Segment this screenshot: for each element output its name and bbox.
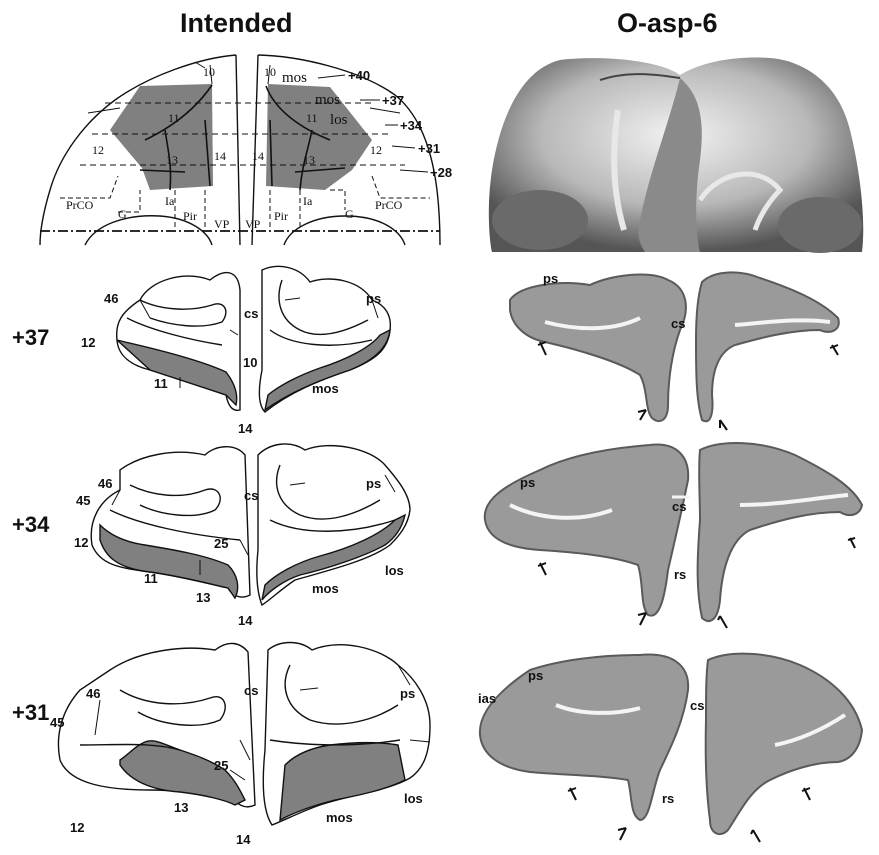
s34-label-los: los [385,563,404,578]
photo1-label-ps: ps [543,271,558,286]
s31-label-25: 25 [214,758,228,773]
s37-label-10: 10 [243,355,257,370]
s31-label-45: 45 [50,715,64,730]
s34-label-mos: mos [312,581,339,596]
label-11-left: 11 [168,111,180,125]
s31-label-46: 46 [86,686,100,701]
s34-label-13: 13 [196,590,210,605]
s37-label-46: 46 [104,291,118,306]
s34-label-ps: ps [366,476,381,491]
top-diagram-labels: 10 11 12 13 14 Ia PrCO G Pir VP 10 11 12… [66,65,452,231]
label-prco-right: PrCO [375,198,403,212]
tick-34: +34 [400,118,423,133]
label-ia-right: Ia [303,194,313,208]
s31-label-12: 12 [70,820,84,835]
photo3-label-ps: ps [528,668,543,683]
s31-label-ps: ps [400,686,415,701]
s34-label-45: 45 [76,493,90,508]
label-prco-left: PrCO [66,198,94,212]
label-vp-right: VP [245,217,261,231]
tick-37: +37 [382,93,404,108]
stained-section-1 [510,272,839,430]
photo2-label-cs: cs [672,499,686,514]
label-pir-left: Pir [183,209,197,223]
photo2-label-ps: ps [520,475,535,490]
label-g-left: G [118,207,127,221]
label-g-right: G [345,207,354,221]
photo1-label-cs: cs [671,316,685,331]
section-34-drawing [91,444,410,605]
photo3-label-rs: rs [662,791,674,806]
s37-label-mos: mos [312,381,339,396]
s34-label-12: 12 [74,535,88,550]
photo3-label-cs: cs [690,698,704,713]
tick-31: +31 [418,141,440,156]
label-12-left: 12 [92,143,104,157]
s34-label-14: 14 [238,613,253,628]
s31-label-cs: cs [244,683,258,698]
s37-label-11: 11 [154,376,168,391]
label-pir-right: Pir [274,209,288,223]
label-vp-left: VP [214,217,230,231]
s31-label-14: 14 [236,832,251,847]
label-13-right: 13 [303,153,315,167]
label-12-right: 12 [370,143,382,157]
label-14-left: 14 [214,149,226,163]
label-11-right: 11 [306,111,318,125]
s31-label-13: 13 [174,800,188,815]
s37-label-ps: ps [366,291,381,306]
s37-label-cs: cs [244,306,258,321]
s31-label-mos: mos [326,810,353,825]
brain-photo [489,58,863,253]
tick-28: +28 [430,165,452,180]
sulcus-mos-2: mos [315,92,340,108]
label-14-right: 14 [252,149,264,163]
s34-label-cs: cs [244,488,258,503]
label-13-left: 13 [166,153,178,167]
label-10-right: 10 [264,65,276,79]
left-midline [236,55,240,245]
photo2-label-rs: rs [674,567,686,582]
tick-40: +40 [348,68,370,83]
s34-label-11: 11 [144,571,158,586]
s37-label-12: 12 [81,335,95,350]
s34-label-46: 46 [98,476,112,491]
section-31-drawing [58,643,430,826]
sulcus-mos-1: mos [282,70,307,86]
left-shaded-region [110,84,213,190]
stained-section-2 [485,443,862,628]
label-ia-left: Ia [165,194,175,208]
s31-label-los: los [404,791,423,806]
s34-label-25: 25 [214,536,228,551]
label-10-left: 10 [203,65,215,79]
sulcus-los: los [330,112,348,128]
s37-label-14: 14 [238,421,253,436]
photo3-label-ias: ias [478,691,496,706]
